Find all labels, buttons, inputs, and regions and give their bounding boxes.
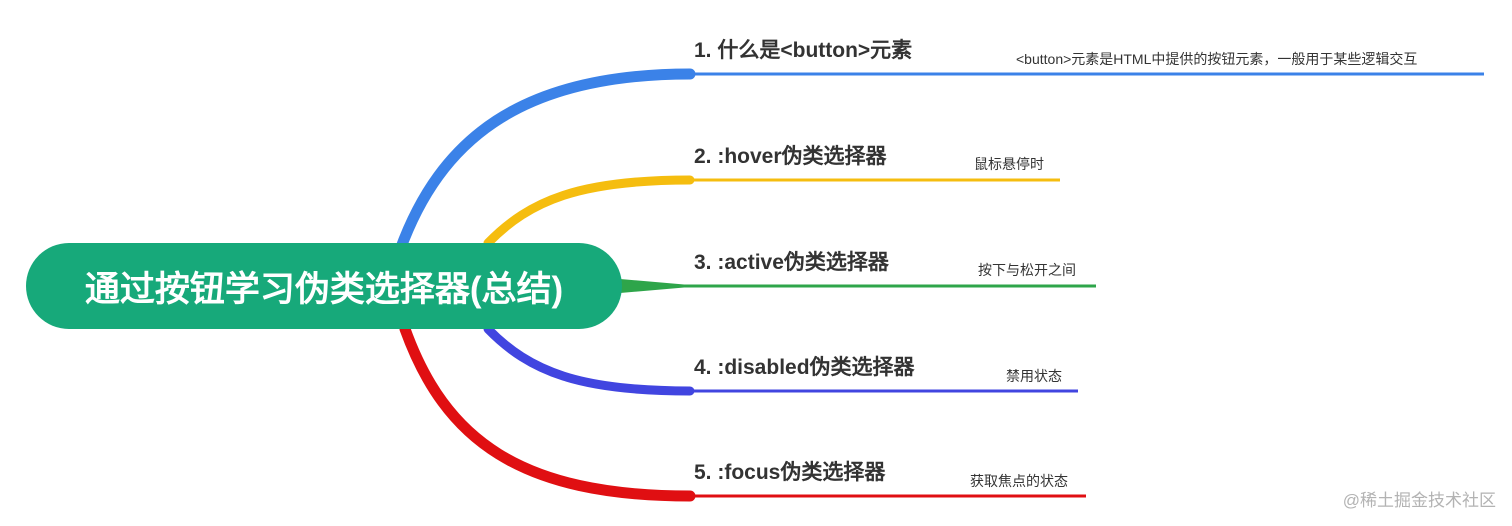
branch-2-note[interactable]: 鼠标悬停时 (974, 156, 1044, 172)
branch-5-note[interactable]: 获取焦点的状态 (970, 473, 1068, 489)
branch-4-label[interactable]: 4. :disabled伪类选择器 (694, 356, 915, 379)
root-node[interactable]: 通过按钮学习伪类选择器(总结) (26, 243, 622, 329)
branch-3-label[interactable]: 3. :active伪类选择器 (694, 251, 889, 274)
branch-2-label[interactable]: 2. :hover伪类选择器 (694, 145, 887, 168)
branch-5-label[interactable]: 5. :focus伪类选择器 (694, 461, 886, 484)
branch-3-connector (620, 279, 690, 293)
root-label: 通过按钮学习伪类选择器(总结) (84, 269, 564, 309)
branch-1-note[interactable]: <button>元素是HTML中提供的按钮元素，一般用于某些逻辑交互 (1016, 51, 1418, 67)
branch-1-connector (394, 68, 696, 256)
branch-4-connector (483, 324, 695, 396)
branch-5-connector (399, 323, 696, 502)
branch-4-note[interactable]: 禁用状态 (1006, 368, 1062, 384)
branch-1-label[interactable]: 1. 什么是<button>元素 (694, 39, 913, 62)
branch-2-connector (483, 175, 695, 248)
watermark: @稀土掘金技术社区 (1342, 491, 1496, 510)
branch-3-note[interactable]: 按下与松开之间 (978, 262, 1076, 278)
